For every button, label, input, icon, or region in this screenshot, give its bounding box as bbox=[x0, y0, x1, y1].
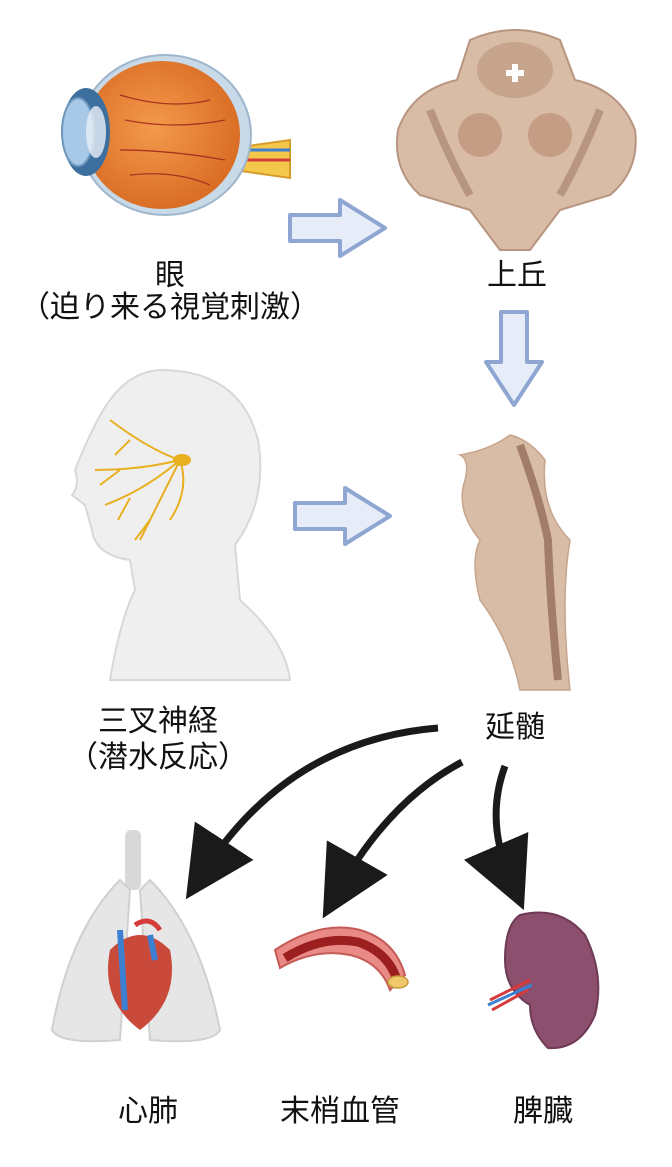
medulla-label: 延髄 bbox=[485, 710, 545, 745]
heart-lung-label: 心肺 bbox=[118, 1094, 178, 1129]
block-arrow-eye-to-sc bbox=[288, 198, 387, 258]
blood-vessel-icon bbox=[273, 926, 409, 992]
curved-arrow-to-vessels bbox=[322, 758, 464, 919]
eye-label: 眼 bbox=[155, 258, 185, 293]
curved-arrow-to-heart-lung bbox=[185, 724, 439, 900]
medulla-icon bbox=[457, 434, 571, 691]
spleen-label: 脾臓 bbox=[513, 1094, 573, 1129]
brainstem-section-icon bbox=[396, 29, 637, 251]
trigeminal-label: 三叉神経 bbox=[98, 704, 218, 739]
block-arrow-trigeminal-to-medulla bbox=[293, 486, 392, 546]
spleen-icon bbox=[487, 911, 600, 1050]
eye-sublabel: （迫り来る視覚刺激） bbox=[20, 290, 320, 325]
lungs-heart-icon bbox=[50, 830, 222, 1043]
block-arrow-sc-to-medulla bbox=[484, 310, 544, 407]
head-trigeminal-icon bbox=[70, 368, 292, 681]
superior-colliculus-label: 上丘 bbox=[487, 258, 547, 293]
trigeminal-sublabel: （潜水反応） bbox=[68, 740, 248, 775]
peripheral-vessels-label: 末梢血管 bbox=[280, 1094, 400, 1129]
curved-arrow-to-spleen bbox=[464, 764, 529, 911]
eye-icon bbox=[61, 54, 291, 216]
